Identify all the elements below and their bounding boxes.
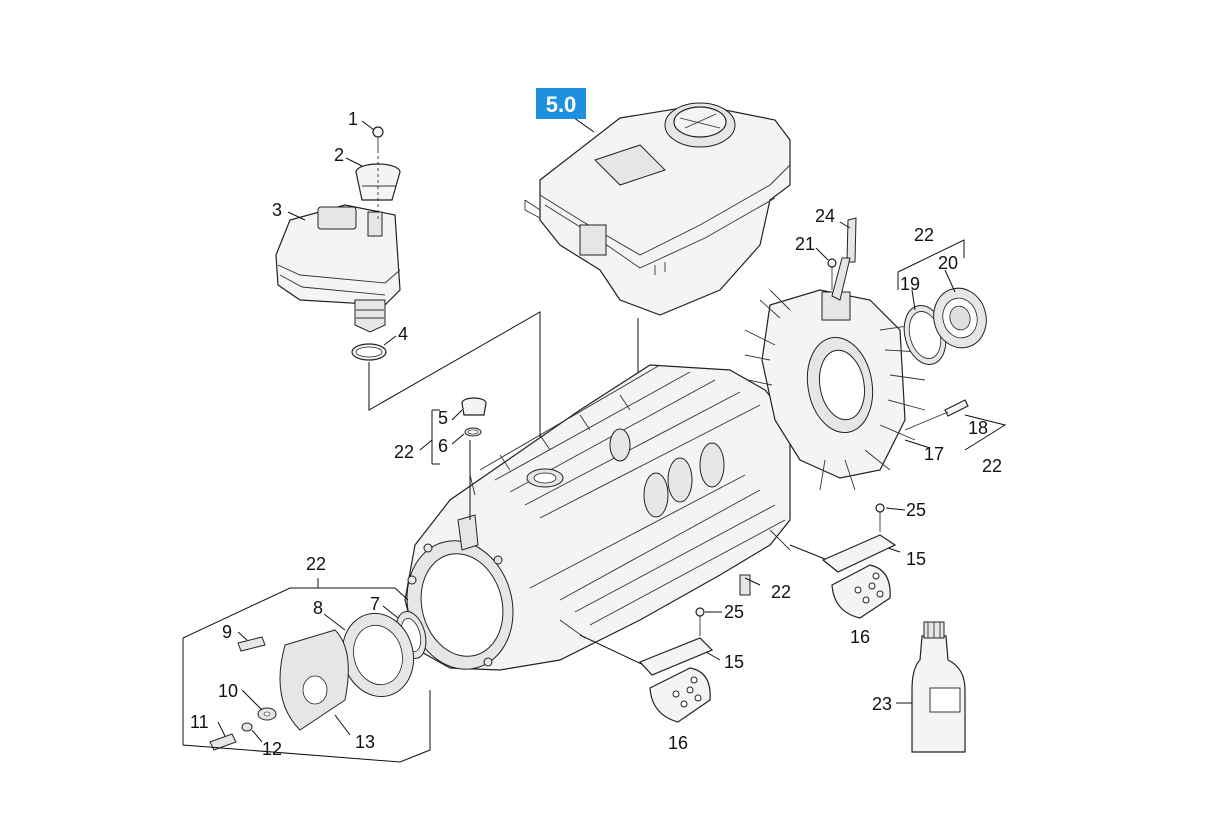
label-part-24: 24 xyxy=(815,206,835,226)
section-badge xyxy=(536,88,586,119)
label-part-10: 10 xyxy=(218,681,238,701)
section-badge-text: 5.0 xyxy=(546,92,577,117)
label-part-1: 1 xyxy=(348,109,358,129)
label-part-25-b: 25 xyxy=(906,500,926,520)
label-part-22-d: 22 xyxy=(982,456,1002,476)
label-part-25-a: 25 xyxy=(724,602,744,622)
label-part-17: 17 xyxy=(924,444,944,464)
label-part-2: 2 xyxy=(334,145,344,165)
crankcase-housing xyxy=(404,364,791,671)
label-part-12: 12 xyxy=(262,739,282,759)
label-part-18: 18 xyxy=(968,418,988,438)
label-part-9: 9 xyxy=(222,622,232,642)
valve-block-right xyxy=(821,534,897,619)
label-part-20: 20 xyxy=(938,253,958,273)
oil-tank-cover xyxy=(524,102,791,316)
label-part-22-b: 22 xyxy=(306,554,326,574)
label-part-21: 21 xyxy=(795,234,815,254)
rear-flange xyxy=(744,289,926,491)
label-part-22-e: 22 xyxy=(771,582,791,602)
label-part-22-c: 22 xyxy=(914,225,934,245)
label-part-15-a: 15 xyxy=(724,652,744,672)
label-part-4: 4 xyxy=(398,324,408,344)
bearing-rings xyxy=(903,287,987,365)
label-part-13: 13 xyxy=(355,732,375,752)
label-part-16-b: 16 xyxy=(850,627,870,647)
reservoir-assembly xyxy=(275,126,401,333)
label-part-7: 7 xyxy=(370,594,380,614)
valve-block-left xyxy=(638,637,714,723)
label-part-5: 5 xyxy=(438,408,448,428)
front-bearing-set xyxy=(209,611,427,751)
label-part-16-a: 16 xyxy=(668,733,688,753)
label-part-11: 11 xyxy=(190,712,209,732)
label-part-3: 3 xyxy=(272,200,282,220)
oil-bottle xyxy=(911,621,966,753)
label-part-8: 8 xyxy=(313,598,323,618)
label-part-22-a: 22 xyxy=(394,442,414,462)
label-part-23: 23 xyxy=(872,694,892,714)
label-part-19: 19 xyxy=(900,274,920,294)
plug-and-ring xyxy=(461,397,487,437)
label-part-15-b: 15 xyxy=(906,549,926,569)
label-part-6: 6 xyxy=(438,436,448,456)
